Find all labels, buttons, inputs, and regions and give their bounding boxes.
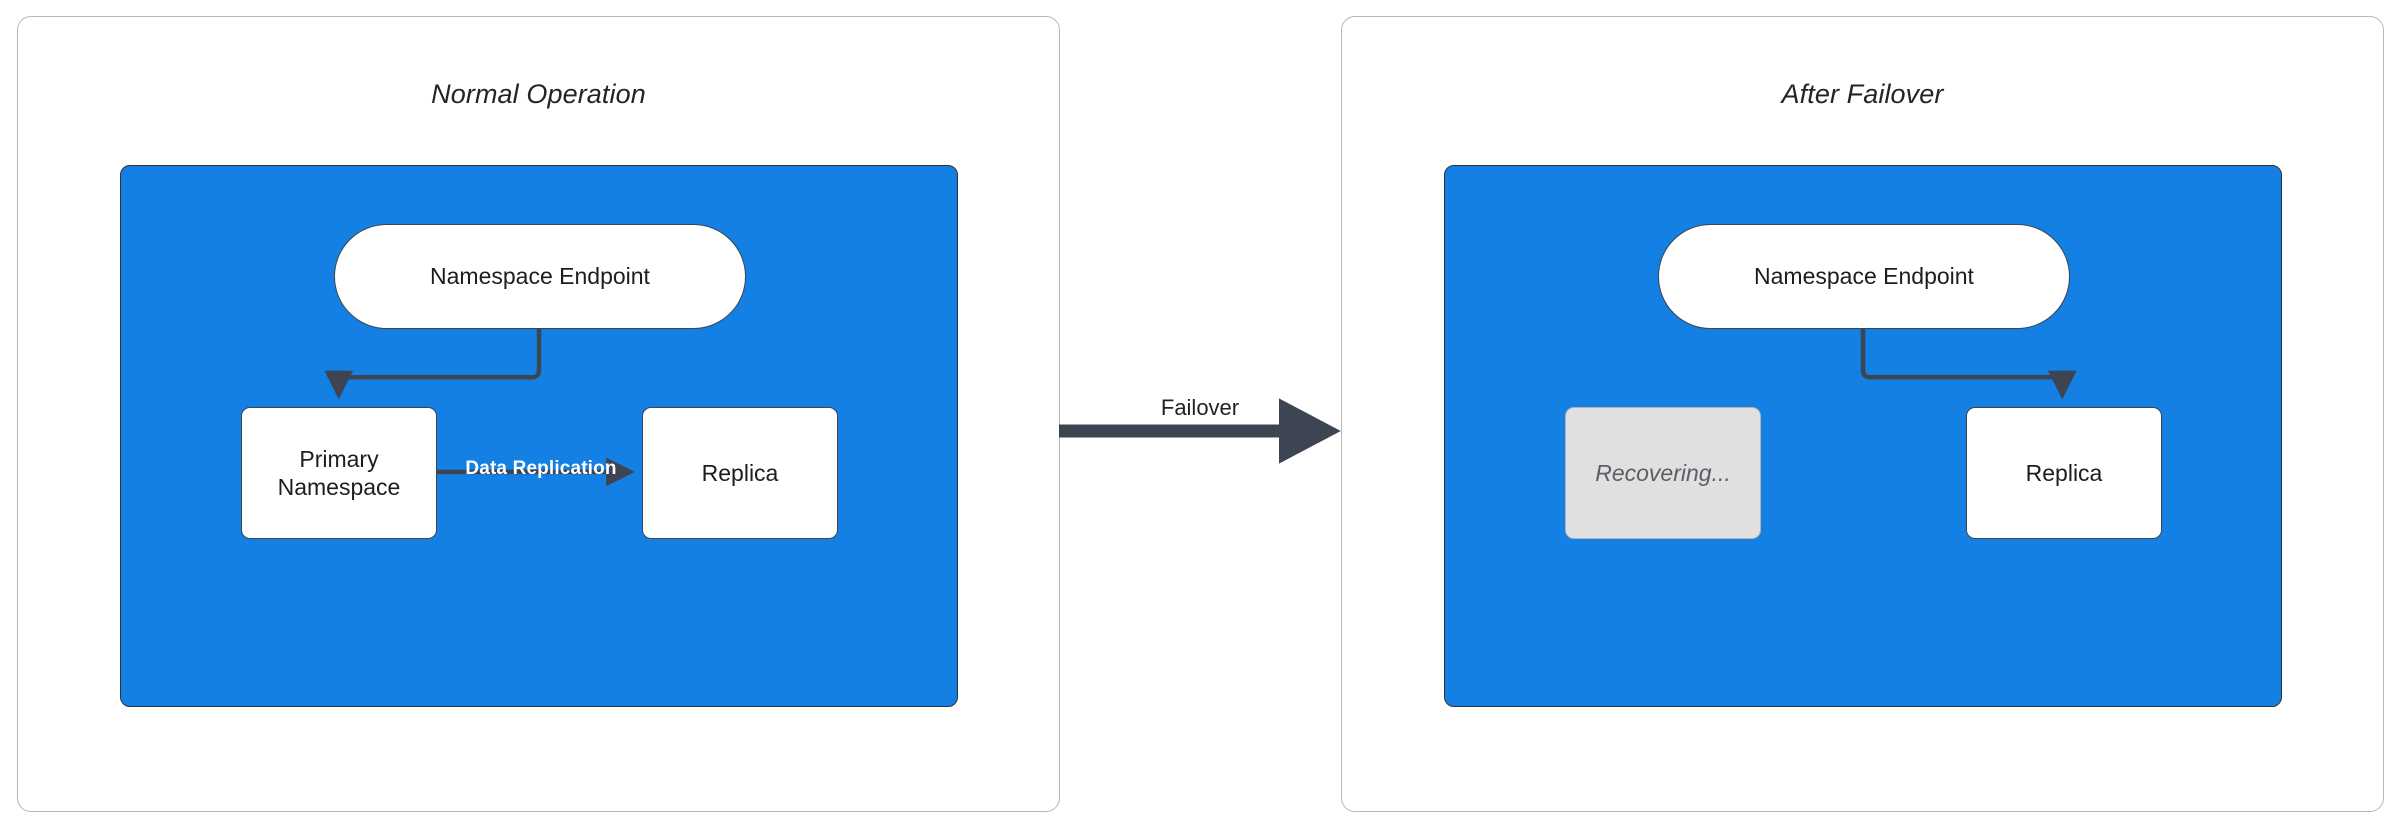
node-label: Replica xyxy=(2025,459,2103,486)
edge-endpoint-to-replica xyxy=(1860,328,2077,400)
failover-transition-arrow xyxy=(1059,398,1341,464)
node-label-line1: Primary xyxy=(299,445,379,472)
panel-title-after-failover: After Failover xyxy=(1781,79,1944,109)
blue-region-after-failover: Namespace Endpoint Recovering... Replica xyxy=(1444,165,2282,707)
node-label: Namespace Endpoint xyxy=(1754,263,1974,290)
node-namespace-endpoint-right[interactable]: Namespace Endpoint xyxy=(1658,224,2070,329)
failover-transition-label: Failover xyxy=(1160,395,1240,420)
node-namespace-endpoint-left[interactable]: Namespace Endpoint xyxy=(334,224,746,329)
node-label: Replica xyxy=(701,459,779,486)
panel-normal-operation: Normal Operation Namespace End xyxy=(17,16,1060,812)
node-replica-right[interactable]: Replica xyxy=(1966,407,2162,539)
blue-region-normal-operation: Namespace Endpoint Primary Namespace Rep… xyxy=(120,165,958,707)
node-label: Primary Namespace xyxy=(278,445,401,501)
edge-endpoint-to-primary xyxy=(324,328,542,400)
edge-label-data-replication: Data Replication xyxy=(465,458,617,479)
node-recovering[interactable]: Recovering... xyxy=(1565,407,1761,539)
panel-title-normal-operation: Normal Operation xyxy=(431,79,646,109)
node-label: Namespace Endpoint xyxy=(430,263,650,290)
node-primary-namespace[interactable]: Primary Namespace xyxy=(241,407,437,539)
node-replica-left[interactable]: Replica xyxy=(642,407,838,539)
panel-after-failover: After Failover Namespace Endpoint Recove… xyxy=(1341,16,2384,812)
node-label-line2: Namespace xyxy=(277,474,401,500)
connector-layer-right xyxy=(1860,328,2077,400)
node-label: Recovering... xyxy=(1595,459,1731,486)
connector-layer-left xyxy=(324,328,635,487)
